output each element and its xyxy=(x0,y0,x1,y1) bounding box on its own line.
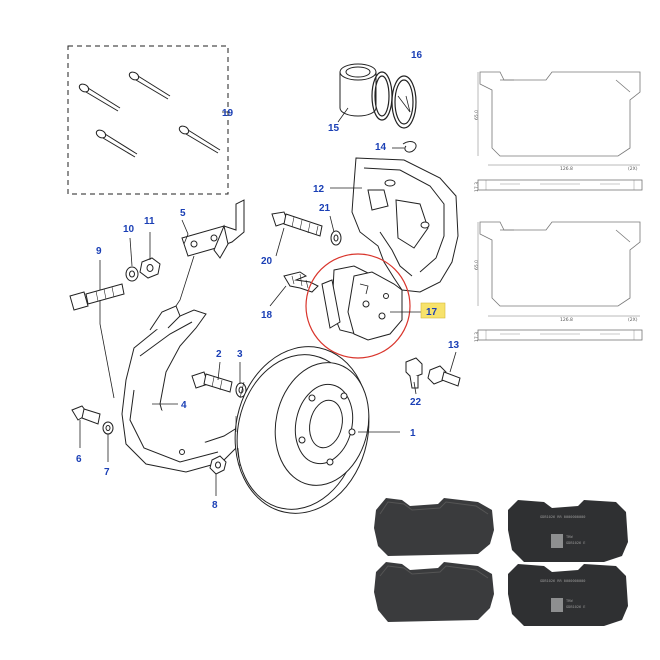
callout-8: 8 xyxy=(212,500,218,511)
callout-21: 21 xyxy=(319,203,331,214)
callout-2: 2 xyxy=(216,349,222,360)
callout-6: 6 xyxy=(76,454,82,465)
shield-nut xyxy=(209,455,227,475)
callout-19: 19 xyxy=(222,108,234,119)
callout-5: 5 xyxy=(180,208,186,219)
highlight-ring xyxy=(305,253,411,359)
brake-pad-set-highlight xyxy=(305,253,411,359)
caliper-bolt-long xyxy=(271,211,323,237)
pad-label-sticker xyxy=(551,598,563,612)
pad-tech-drawing-top xyxy=(477,71,643,191)
callout-1: 1 xyxy=(410,428,416,439)
split-pin xyxy=(128,71,171,100)
dim-bottom-width: 126.8 xyxy=(560,317,573,323)
split-pin-kit-box xyxy=(67,45,229,195)
pad-tech-dims-top: 126.8 (2X) 65.0 17.3 xyxy=(474,110,638,192)
callout-20: 20 xyxy=(261,256,273,267)
dim-bottom-height: 65.0 xyxy=(474,260,480,270)
callout-11: 11 xyxy=(144,216,155,227)
pad-tech-dims-bottom: 126.8 (2X) 65.0 17.3 xyxy=(474,260,638,342)
dim-top-thickness: 17.3 xyxy=(474,182,480,192)
callout-3: 3 xyxy=(237,349,243,360)
shield-bolt-lower xyxy=(71,405,101,425)
hex-nut xyxy=(139,257,161,279)
callout-16: 16 xyxy=(411,50,423,61)
hub-bolt xyxy=(69,283,125,311)
split-pin xyxy=(78,83,121,112)
dust-shield xyxy=(121,305,245,473)
pad-label-sticker xyxy=(551,534,563,548)
pad-print-bottom-right-1: GDB1026 RR 0000000000 xyxy=(540,579,585,583)
mounting-bracket xyxy=(181,199,245,259)
callout-7: 7 xyxy=(104,467,110,478)
brake-disc xyxy=(234,346,370,514)
pad-tech-drawing-bottom xyxy=(477,221,643,341)
callout-labels: 1 2 3 4 5 6 7 8 9 10 11 12 13 14 15 16 1… xyxy=(76,50,460,511)
brake-pad-front xyxy=(347,271,403,341)
pad-print-top-right-1: GDB1026 RR 0000000000 xyxy=(540,515,585,519)
split-pin-kit-group xyxy=(67,45,229,195)
callout-15: 15 xyxy=(328,123,340,134)
pad-print-bottom-right-2: TRW xyxy=(566,599,573,603)
callout-17-highlight xyxy=(420,302,446,319)
split-pin xyxy=(178,125,221,154)
brake-pad-photo-bottom-right: GDB1026 RR 0000000000 TRW GDB1026 E xyxy=(508,564,628,626)
bleed-screw xyxy=(427,365,461,387)
anti-rattle-spring xyxy=(283,271,319,293)
split-pin xyxy=(95,129,138,158)
brake-pad-photo-bottom-left xyxy=(374,562,494,622)
pad-print-bottom-right-3: GDB1026 E xyxy=(566,605,585,609)
caliper-clip xyxy=(402,141,417,153)
callout-4: 4 xyxy=(181,400,187,411)
callout-12: 12 xyxy=(313,184,325,195)
brake-pad-photo-top-left xyxy=(374,498,494,556)
dim-bottom-thickness: 17.3 xyxy=(474,332,480,342)
dim-top-height: 65.0 xyxy=(474,110,480,120)
callout-13: 13 xyxy=(448,340,460,351)
callout-9: 9 xyxy=(96,246,102,257)
callout-14: 14 xyxy=(375,142,387,153)
callout-17: 17 xyxy=(426,307,438,318)
brake-caliper xyxy=(351,157,459,293)
leader-lines xyxy=(79,95,457,496)
dim-bottom-qty: (2X) xyxy=(628,317,638,323)
piston-seal-rings xyxy=(371,71,417,129)
pad-backing-left xyxy=(321,279,341,329)
callout-22: 22 xyxy=(410,397,422,408)
washer-small xyxy=(330,230,342,246)
shield-washer-lower xyxy=(102,421,114,435)
shield-bolt xyxy=(191,371,233,393)
dim-top-width: 126.8 xyxy=(560,166,573,172)
caliper-piston xyxy=(339,63,377,117)
dim-top-qty: (2X) xyxy=(628,166,638,172)
pad-print-top-right-2: TRW xyxy=(566,535,573,539)
callout-18: 18 xyxy=(261,310,273,321)
pad-print-top-right-3: GDB1026 E xyxy=(566,541,585,545)
spring-washer xyxy=(125,266,139,282)
brake-pad-photo-top-right: GDB1026 RR 0000000000 TRW GDB1026 E xyxy=(508,500,628,562)
callout-10: 10 xyxy=(123,224,135,235)
